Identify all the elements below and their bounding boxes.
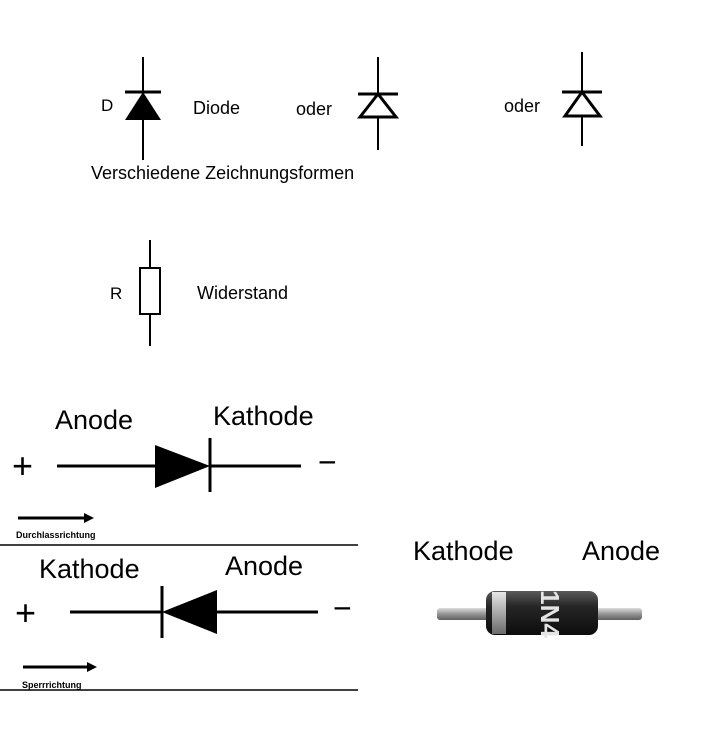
diode-symbol-outline-2 xyxy=(562,52,603,146)
forward-cathode-label: Kathode xyxy=(213,401,314,431)
diode-component-photo: 1N4 xyxy=(437,590,642,638)
or-label-1: oder xyxy=(296,99,333,119)
photo-cathode-label: Kathode xyxy=(413,536,514,566)
reverse-direction-arrow xyxy=(23,662,97,672)
forward-direction-label: Durchlassrichtung xyxy=(16,530,96,540)
diode-ref-label: D xyxy=(101,96,114,115)
resistor-label: Widerstand xyxy=(197,283,289,303)
forward-minus-sign: − xyxy=(318,444,337,480)
diode-symbol-filled xyxy=(125,57,161,160)
forms-caption: Verschiedene Zeichnungsformen xyxy=(91,163,355,183)
reverse-diode xyxy=(70,586,318,638)
reverse-minus-sign: − xyxy=(333,590,352,626)
diode-symbol-outline-1 xyxy=(356,57,400,150)
diode-label: Diode xyxy=(193,98,241,118)
reverse-direction-label: Sperrrichtung xyxy=(22,680,82,690)
reverse-plus-sign: + xyxy=(15,592,37,633)
forward-direction-arrow xyxy=(18,513,94,523)
reverse-cathode-label: Kathode xyxy=(39,554,140,584)
reverse-anode-label: Anode xyxy=(225,551,304,581)
component-marking: 1N4 xyxy=(535,590,565,638)
or-label-2: oder xyxy=(504,96,541,116)
forward-plus-sign: + xyxy=(12,445,34,486)
photo-anode-label: Anode xyxy=(582,536,661,566)
forward-diode xyxy=(57,438,301,492)
resistor-symbol xyxy=(139,240,161,346)
resistor-ref-label: R xyxy=(110,284,123,303)
forward-anode-label: Anode xyxy=(55,405,134,435)
